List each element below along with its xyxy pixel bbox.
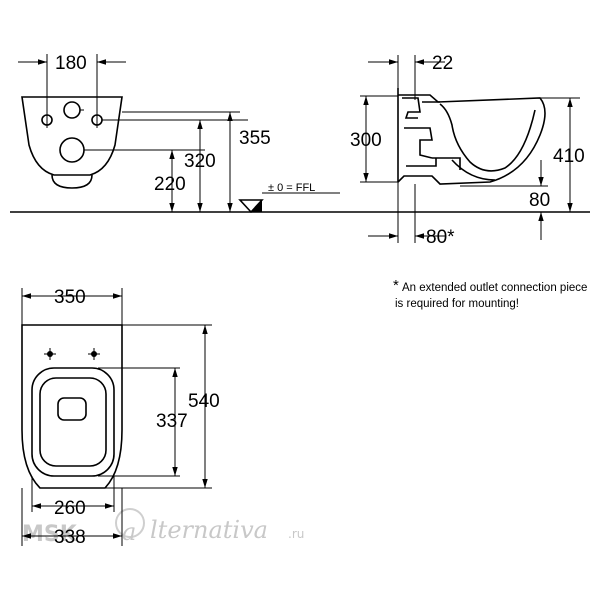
dim-height-300: 300 (350, 130, 382, 151)
front-view-body (21, 96, 123, 176)
top-view-bowl-opening (57, 397, 87, 421)
top-view-seat-inner (39, 377, 107, 467)
floor-level-label: ± 0 = FFL (268, 182, 315, 194)
dim-height-220: 220 (154, 174, 186, 195)
fixing-point-right-icon (88, 348, 100, 360)
dim-height-410: 410 (553, 146, 585, 167)
dim-seat-337: 337 (156, 411, 188, 432)
note-line-2: is required for mounting! (395, 298, 519, 310)
watermark-logo-letter: a (122, 518, 136, 546)
front-view: 180 355 320 220 ± 0 = FFL (18, 53, 340, 214)
dim-height-80: 80 (529, 190, 550, 211)
side-view: 22 300 410 80 80* (350, 53, 585, 248)
watermark-suffix: .ru (288, 527, 304, 541)
water-inlet-hole (63, 101, 81, 119)
fixing-point-left-icon (44, 348, 56, 360)
side-view-bowl-outer (397, 94, 546, 185)
side-view-bowl-inner (439, 103, 536, 172)
top-view: 350 540 337 260 338 (21, 287, 220, 548)
dim-depth-22: 22 (432, 53, 453, 74)
mounting-note: * An extended outlet connection piece is… (393, 277, 587, 310)
dim-height-320: 320 (184, 151, 216, 172)
dim-width-350: 350 (54, 287, 86, 308)
watermark-mid: lternativa (150, 516, 268, 544)
note-line-1: An extended outlet connection piece (402, 282, 587, 294)
drain-outlet-hole (59, 137, 85, 163)
dim-width-338: 338 (54, 527, 86, 548)
dim-length-540: 540 (188, 391, 220, 412)
watermark-logo-icon (115, 508, 145, 538)
dim-hole-spacing: 180 (55, 53, 87, 74)
top-view-seat-outer (31, 367, 115, 477)
front-view-outlet (51, 174, 93, 189)
note-star: * (393, 277, 399, 294)
watermark: MSK a lternativa .ru (22, 508, 304, 547)
dim-outlet-80: 80* (426, 227, 455, 248)
dim-height-355: 355 (239, 128, 271, 149)
dim-width-260: 260 (54, 498, 86, 519)
top-view-body (21, 324, 123, 489)
